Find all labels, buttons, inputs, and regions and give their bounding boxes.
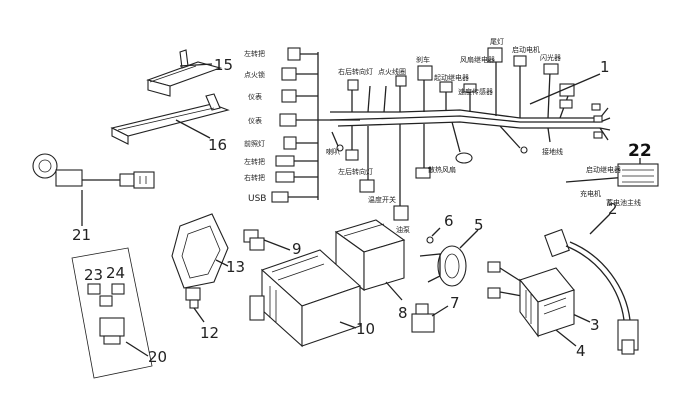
part-1-main-harness bbox=[329, 47, 611, 221]
callout-23: 23 bbox=[84, 266, 103, 284]
label-usb: USB bbox=[248, 194, 266, 204]
callout-3: 3 bbox=[590, 316, 600, 334]
label-instrument-a: 仪表 bbox=[248, 92, 262, 101]
part-2-sensor-lead bbox=[544, 213, 639, 355]
label-fan: 散热风扇 bbox=[428, 165, 456, 174]
part-16-bracket bbox=[110, 93, 230, 145]
label-left-switch-top: 左转把 bbox=[244, 49, 265, 58]
callout-15: 15 bbox=[214, 56, 233, 74]
callout-4: 4 bbox=[576, 342, 586, 360]
part-13-instrument bbox=[171, 213, 229, 289]
label-left-switch-b: 左转把 bbox=[244, 157, 265, 166]
label-start-relay: 起动继电器 bbox=[434, 73, 469, 82]
callout-9: 9 bbox=[292, 240, 302, 258]
label-charge: 充电机 bbox=[580, 189, 601, 198]
label-horn: 喇叭 bbox=[326, 147, 340, 156]
part-4-regulator bbox=[487, 261, 577, 347]
callout-8: 8 bbox=[398, 304, 408, 322]
label-rear-right-turn: 右后转向灯 bbox=[338, 67, 373, 76]
label-fuel: 油泵 bbox=[396, 225, 410, 234]
callout-1: 1 bbox=[600, 58, 610, 76]
part-9-connector bbox=[243, 229, 291, 251]
label-fan-relay: 风扇继电器 bbox=[460, 55, 495, 64]
part-15-bracket bbox=[146, 49, 222, 97]
callout-21: 21 bbox=[72, 226, 91, 244]
label-instrument-b: 仪表 bbox=[248, 116, 262, 125]
callout-13: 13 bbox=[226, 258, 245, 276]
part-5-horn bbox=[419, 229, 479, 287]
label-right-switch: 右转把 bbox=[244, 173, 265, 182]
part-6-bolt bbox=[426, 227, 441, 244]
callout-22: 22 bbox=[628, 141, 652, 161]
label-headlight: 点火锁 bbox=[244, 70, 265, 79]
label-speed-sensor: 速度传感器 bbox=[458, 87, 493, 96]
callout-20: 20 bbox=[148, 348, 167, 366]
label-rear-left-turn: 左后转向灯 bbox=[338, 167, 373, 176]
part-8-battery bbox=[334, 219, 406, 301]
callout-7: 7 bbox=[450, 294, 460, 312]
callout-5: 5 bbox=[474, 216, 484, 234]
part-21-ignition-switch bbox=[32, 153, 155, 226]
label-ground: 接地线 bbox=[542, 147, 563, 156]
label-start-motor: 启动电机 bbox=[512, 45, 540, 54]
callout-16: 16 bbox=[208, 136, 227, 154]
label-flasher: 闪光器 bbox=[540, 53, 561, 62]
callout-12: 12 bbox=[200, 324, 219, 342]
label-main-switch: 蓄电池主线 bbox=[606, 198, 641, 207]
label-ignition: 点火线圈 bbox=[378, 67, 406, 76]
part-20-relay-kit bbox=[71, 247, 153, 379]
part-10-ecu bbox=[249, 249, 362, 348]
callout-2: 2 bbox=[608, 200, 618, 218]
callout-6: 6 bbox=[444, 212, 454, 230]
callout-10: 10 bbox=[356, 320, 375, 338]
label-tail-light: 尾灯 bbox=[490, 37, 504, 46]
callout-24: 24 bbox=[106, 264, 125, 282]
label-front-light: 前照灯 bbox=[244, 139, 265, 148]
part-7-relay bbox=[411, 303, 449, 333]
label-water-temp: 温度开关 bbox=[368, 195, 396, 204]
label-start-relay-b: 启动继电器 bbox=[586, 165, 621, 174]
part-12-connector bbox=[185, 287, 205, 323]
part-22-battery-lead bbox=[565, 158, 659, 187]
label-brake: 刹车 bbox=[416, 55, 430, 64]
